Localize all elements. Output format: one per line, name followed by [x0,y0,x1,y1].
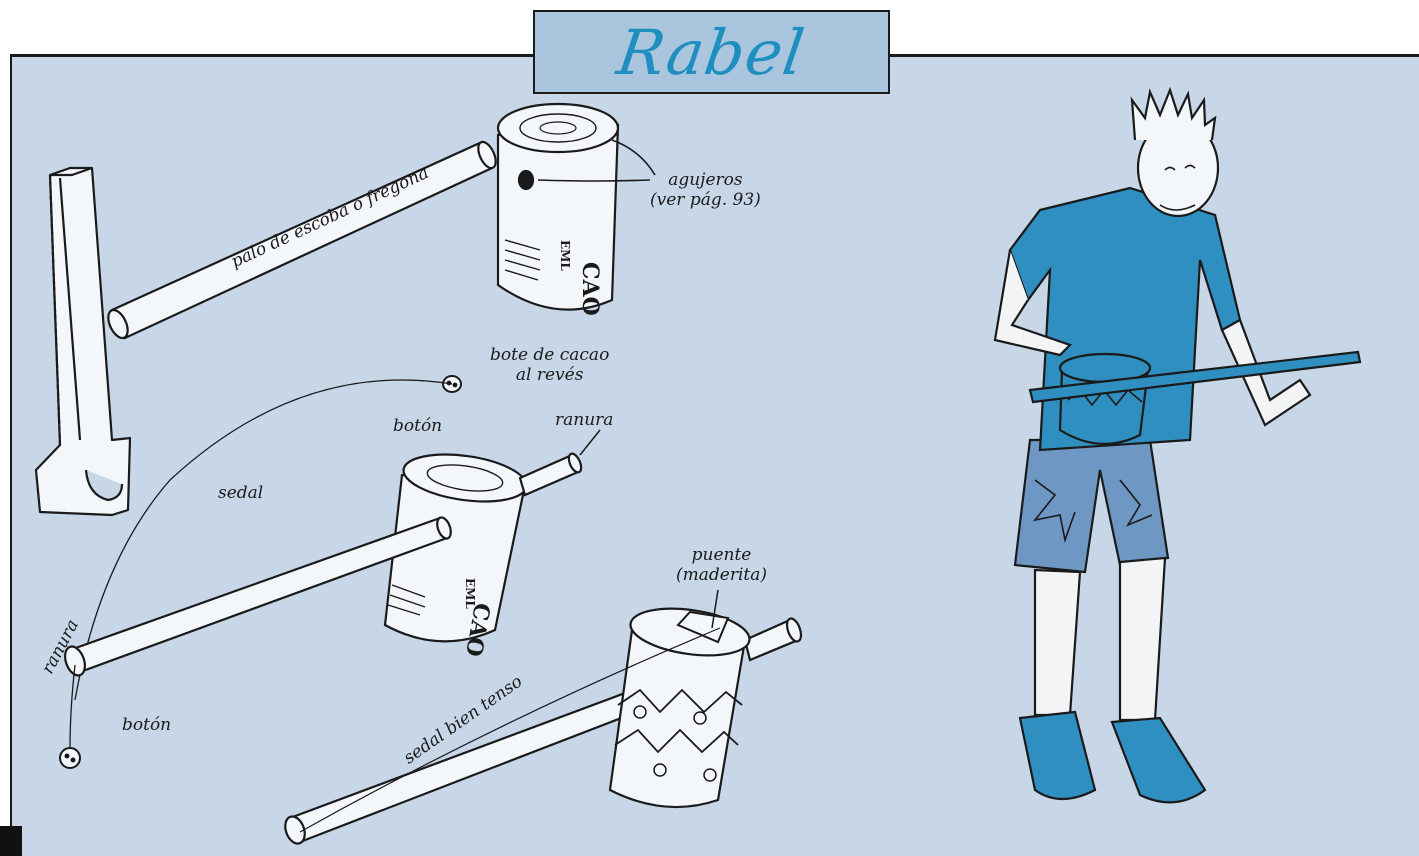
cacao-can-bottom [610,602,752,807]
label-boton-top: botón [393,416,442,436]
label-puente-line1: puente [676,545,767,565]
label-agujeros-line1: agujeros [650,170,761,190]
boy-figure [995,90,1360,802]
ranura-pointer [580,430,600,455]
saw-icon [36,168,130,515]
can-top-brand-big: CAO [580,262,600,316]
label-sedal: sedal [218,483,263,503]
label-puente: puente (maderita) [676,545,767,585]
label-puente-line2: (maderita) [676,565,767,585]
label-agujeros: agujeros (ver pág. 93) [650,170,761,210]
title-banner: Rabel [533,10,890,94]
fishing-line-down [70,665,75,748]
can-top-brand-small: EML [555,240,575,271]
label-boton-bottom: botón [122,715,171,735]
label-bote: bote de cacao al revés [490,345,609,385]
button-bottom [60,748,80,768]
label-agujeros-line2: (ver pág. 93) [650,190,761,210]
page-title: Rabel [613,16,810,89]
label-ranura-top: ranura [555,410,613,430]
label-bote-line2: al revés [490,365,609,385]
label-bote-line1: bote de cacao [490,345,609,365]
